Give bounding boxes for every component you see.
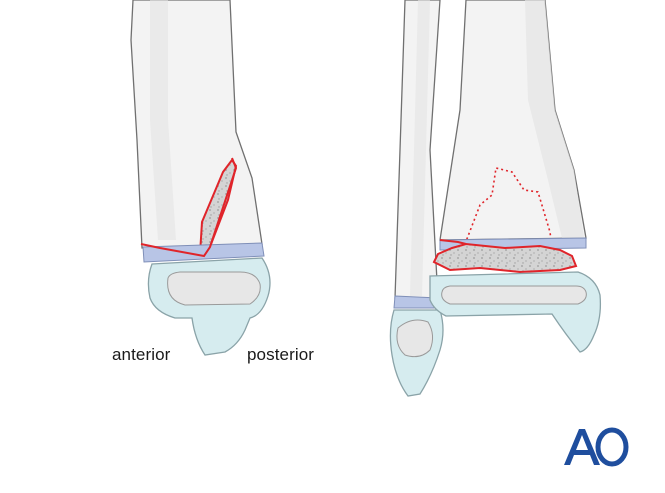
fracture-line-lateral [140,157,238,258]
fibula-ossification-center [396,319,434,358]
physis-lateral [142,242,265,263]
ossification-center-lateral [167,271,261,306]
fracture-line-ap [439,239,467,245]
tibia-shade-ap [525,0,584,238]
fragment-outline-dotted [464,167,553,249]
ap-view [389,0,602,397]
lateral-view [130,0,271,356]
ao-logo: AO [564,427,629,467]
logo-letter-a [564,429,600,465]
logo-letter-o [595,427,629,467]
metaphyseal-fragment-ap [432,242,578,274]
fibula-shade [410,0,430,296]
label-anterior: anterior [112,345,171,364]
epiphysis-ap [429,271,602,353]
shaft-shade-lateral [150,0,176,240]
label-posterior: posterior [247,345,315,364]
ossification-center-ap [441,285,587,305]
